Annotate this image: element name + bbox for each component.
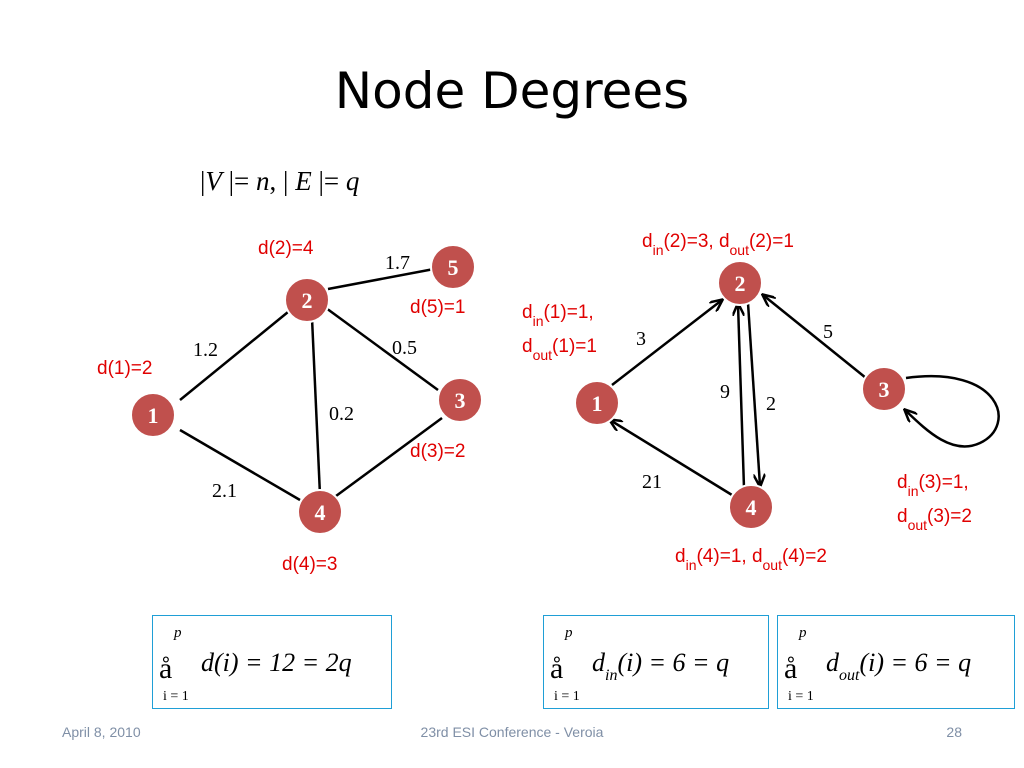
edge-weight: 0.5 — [392, 337, 417, 359]
node-3: 3 — [437, 377, 483, 423]
edge-2-3 — [325, 306, 439, 392]
out-degree-label: dout(3)=2 — [897, 506, 972, 533]
degree-label: d(1)=2 — [97, 358, 152, 379]
svg-text:p: p — [564, 625, 573, 641]
svg-text:å: å — [784, 652, 797, 685]
degree-label: d(2)=4 — [258, 238, 314, 259]
arc-2-4 — [746, 302, 760, 486]
node-5: 5 — [430, 244, 476, 290]
svg-text:4: 4 — [315, 500, 326, 525]
svg-text:p: p — [798, 625, 807, 641]
node-1: 1 — [130, 392, 176, 438]
dnode-4: 4 — [728, 484, 774, 530]
in-degree-label: din(1)=1, — [522, 302, 594, 329]
footer-center: 23rd ESI Conference - Veroia — [420, 724, 604, 740]
formula-box-out-degree-sum: p å i = 1 dout(i) = 6 = q — [777, 615, 1015, 709]
arc-weight: 21 — [642, 471, 662, 493]
slide-title: Node Degrees — [334, 62, 690, 120]
formula-in-degree-sum: p å i = 1 din(i) = 6 = q — [550, 625, 729, 704]
edge-4-3 — [335, 416, 443, 498]
svg-text:2: 2 — [302, 288, 313, 313]
svg-text:3: 3 — [455, 388, 466, 413]
dnode-3: 3 — [861, 366, 907, 412]
arc-3-2 — [763, 295, 867, 379]
arc-1-2 — [611, 300, 722, 386]
svg-text:5: 5 — [448, 255, 459, 280]
edge-weight: 1.2 — [193, 339, 218, 361]
arc-4-2 — [738, 304, 746, 489]
formula-box-in-degree-sum: p å i = 1 din(i) = 6 = q — [543, 615, 769, 709]
in-degree-label: din(3)=1, — [897, 472, 969, 499]
node-4: 4 — [297, 489, 343, 535]
svg-text:dout(i) = 6 = q: dout(i) = 6 = q — [826, 648, 971, 684]
edge-2-4 — [310, 317, 322, 496]
svg-text:i = 1: i = 1 — [163, 689, 189, 704]
footer-page-number: 28 — [946, 724, 962, 740]
svg-text:å: å — [159, 652, 172, 685]
svg-text:din(i) = 6 = q: din(i) = 6 = q — [592, 648, 729, 684]
edge-2-5 — [327, 267, 435, 291]
svg-text:i = 1: i = 1 — [788, 689, 814, 704]
formula-out-degree-sum: p å i = 1 dout(i) = 6 = q — [784, 625, 971, 704]
edge-weight: 2.1 — [212, 480, 237, 502]
svg-text:2: 2 — [735, 271, 746, 296]
directed-graph: 3 5 9 2 21 1 2 3 4 din(2)=3, dout(2)=1 d… — [522, 231, 1000, 573]
edge-1-2 — [179, 311, 289, 401]
edge-weight: 1.7 — [385, 252, 410, 274]
svg-text:4: 4 — [746, 495, 757, 520]
out-degree-label: dout(1)=1 — [522, 336, 597, 363]
node-2: 2 — [284, 277, 330, 323]
svg-text:3: 3 — [879, 377, 890, 402]
svg-text:1: 1 — [592, 391, 603, 416]
arc-weight: 5 — [823, 321, 833, 343]
svg-text:d(i) = 12 = 2q: d(i) = 12 = 2q — [201, 648, 352, 677]
dnode-1: 1 — [574, 380, 620, 426]
in-out-degree-label: din(4)=1, dout(4)=2 — [675, 546, 827, 573]
edge-1-4 — [179, 428, 301, 502]
degree-label: d(5)=1 — [410, 297, 465, 318]
arc-4-1 — [610, 420, 733, 497]
svg-text:p: p — [173, 625, 182, 641]
dnode-2: 2 — [717, 260, 763, 306]
undirected-graph: 1.2 1.7 0.5 0.2 2.1 1 2 3 4 5 d(1)=2 d(2… — [97, 238, 483, 575]
arc-3-3-loop — [905, 375, 1000, 448]
formula-box-degree-sum: p å i = 1 d(i) = 12 = 2q — [152, 615, 392, 709]
svg-text:i = 1: i = 1 — [554, 689, 580, 704]
arc-weight: 9 — [720, 381, 730, 403]
set-definition: |V |= n, | E |= q — [200, 166, 359, 196]
degree-label: d(3)=2 — [410, 441, 465, 462]
degree-label: d(4)=3 — [282, 554, 337, 575]
formula-degree-sum: p å i = 1 d(i) = 12 = 2q — [159, 625, 352, 704]
footer-date: April 8, 2010 — [62, 724, 141, 740]
svg-text:å: å — [550, 652, 563, 685]
edge-weight: 0.2 — [329, 403, 354, 425]
arc-weight: 3 — [636, 328, 646, 350]
in-out-degree-label: din(2)=3, dout(2)=1 — [642, 231, 794, 258]
svg-text:1: 1 — [148, 403, 159, 428]
arc-weight: 2 — [766, 393, 776, 415]
